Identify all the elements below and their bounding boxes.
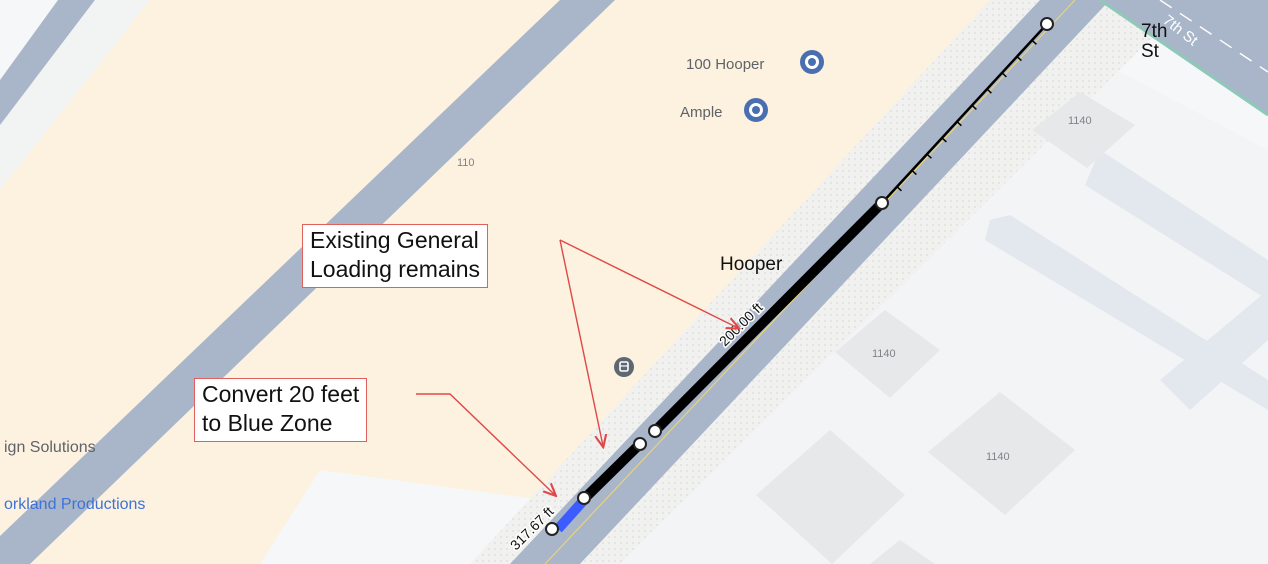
callout-line: Existing General bbox=[310, 227, 479, 253]
measure-tick bbox=[1031, 39, 1037, 45]
poi-pin-icon[interactable] bbox=[799, 49, 825, 75]
building-lot-d bbox=[756, 430, 905, 564]
road-seventh-lane bbox=[1159, 0, 1268, 73]
poi-label-100-hooper[interactable]: 100 Hooper bbox=[686, 56, 765, 73]
loading-zone-south[interactable] bbox=[581, 440, 644, 502]
measure-tick bbox=[1016, 55, 1022, 62]
lot-aisle-1 bbox=[1085, 150, 1268, 300]
vertex-handle[interactable] bbox=[648, 424, 662, 438]
vertex-handle[interactable] bbox=[577, 491, 591, 505]
measure-ticks bbox=[896, 39, 1037, 192]
business-label-workland[interactable]: orkland Productions bbox=[4, 496, 146, 513]
street-label-seventh-line1: 7th bbox=[1141, 21, 1168, 42]
measure-tick bbox=[926, 153, 932, 159]
callout-line: to Blue Zone bbox=[202, 410, 333, 436]
road-seventh-edge bbox=[1099, 0, 1268, 117]
measure-tick bbox=[956, 121, 962, 127]
building-1140-c bbox=[928, 392, 1075, 515]
blue-zone-segment[interactable] bbox=[554, 496, 588, 533]
building-block-main bbox=[160, 0, 1000, 505]
callout-blue-zone: Convert 20 feet to Blue Zone bbox=[194, 378, 368, 442]
loading-zone-main[interactable] bbox=[651, 199, 886, 435]
business-label-design[interactable]: ign Solutions bbox=[4, 439, 96, 456]
measure-tick bbox=[941, 137, 947, 143]
street-label-seventh-line2: St bbox=[1141, 41, 1159, 62]
callout-arrow-blue-zone bbox=[416, 393, 555, 495]
building-number: 110 bbox=[457, 157, 475, 169]
callout-line: Convert 20 feet bbox=[202, 381, 360, 407]
callout-arrow-general-1 bbox=[559, 239, 738, 328]
building-1140-b bbox=[835, 310, 940, 398]
building-number: 1140 bbox=[872, 348, 896, 360]
measure-tick bbox=[1001, 72, 1007, 78]
vertex-handle[interactable] bbox=[633, 437, 647, 451]
sidewalk-hooper-east bbox=[580, 0, 1160, 564]
poi-pin-icon[interactable] bbox=[743, 97, 769, 123]
callout-existing-general-loading: Existing General Loading remains bbox=[302, 224, 489, 288]
measure-tick bbox=[896, 186, 902, 192]
vertex-handle[interactable] bbox=[875, 196, 889, 210]
building-1140-a bbox=[1032, 92, 1135, 168]
parking-icon[interactable] bbox=[614, 357, 634, 377]
street-label-hooper: Hooper bbox=[720, 254, 783, 275]
vertex-handle[interactable] bbox=[1040, 17, 1054, 31]
measure-tick bbox=[911, 169, 917, 176]
measure-tick bbox=[971, 104, 977, 110]
vertex-handle[interactable] bbox=[545, 522, 559, 536]
measure-tick bbox=[986, 88, 992, 94]
lot-aisle-3 bbox=[1160, 290, 1268, 410]
building-lot-e bbox=[870, 540, 935, 564]
street-label-seventh: 7th St bbox=[1141, 22, 1167, 62]
callout-line: Loading remains bbox=[310, 256, 481, 282]
poi-label-ample[interactable]: Ample bbox=[680, 104, 723, 121]
building-number: 1140 bbox=[986, 451, 1010, 463]
curb-measure-line bbox=[881, 23, 1048, 204]
building-number: 1140 bbox=[1068, 115, 1092, 127]
callout-arrow-general-2 bbox=[559, 239, 603, 446]
